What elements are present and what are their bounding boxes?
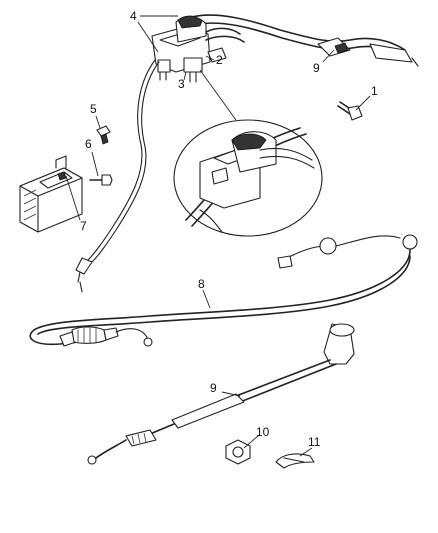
interlock-cable-4	[75, 59, 160, 293]
callout-3: 3	[178, 77, 185, 91]
callout-9-lower: 9	[210, 381, 217, 395]
retaining-clip-11	[275, 453, 315, 469]
callout-11: 11	[308, 435, 321, 449]
nut-10	[225, 439, 251, 465]
callout-2: 2	[216, 53, 223, 67]
callout-labels: 4 2 3 9 1 5 6 7 8 9 10 11	[80, 9, 378, 449]
control-module-7	[19, 155, 83, 233]
callout-8: 8	[198, 277, 205, 291]
bolt-6	[89, 174, 113, 186]
shift-cable-8	[29, 234, 418, 347]
shifter-cable-9	[87, 323, 355, 465]
callout-7: 7	[80, 219, 87, 233]
callout-leaders	[65, 15, 371, 457]
callout-4: 4	[130, 9, 137, 23]
bolt-1	[337, 101, 363, 121]
callout-5: 5	[90, 102, 97, 116]
shifter-solenoid-assembly	[151, 15, 245, 83]
callout-9-upper: 9	[313, 61, 320, 75]
callout-6: 6	[85, 137, 92, 151]
detail-zoom-view	[173, 69, 323, 237]
upper-cable-assembly	[187, 14, 419, 67]
callout-1: 1	[371, 84, 378, 98]
callout-10: 10	[256, 425, 270, 439]
screw-5	[96, 125, 111, 145]
